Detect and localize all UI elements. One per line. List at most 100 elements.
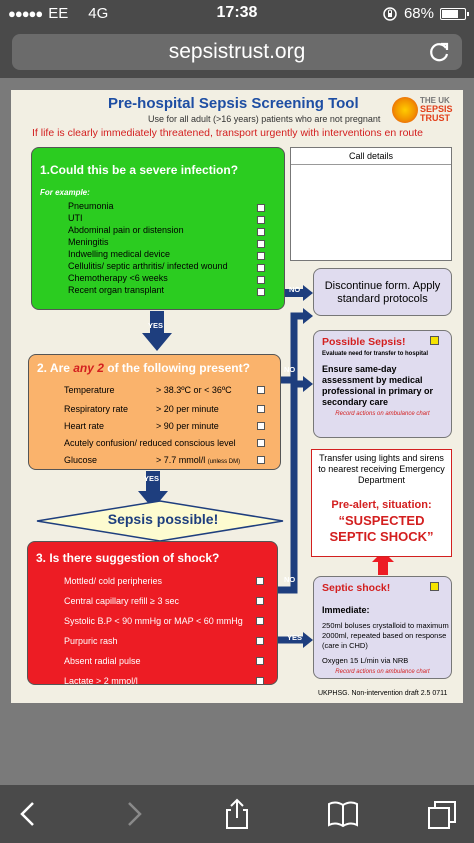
criteria-label: Temperature bbox=[64, 385, 115, 395]
checkbox[interactable] bbox=[256, 617, 264, 625]
fluids-text: 250ml boluses crystalloid to maximum 200… bbox=[322, 621, 449, 650]
chevron-left-icon[interactable] bbox=[12, 797, 46, 831]
book-icon[interactable] bbox=[326, 797, 360, 831]
chevron-right-icon[interactable] bbox=[116, 797, 150, 831]
checkbox[interactable] bbox=[256, 637, 264, 645]
list-item: Chemotherapy <6 weeks bbox=[68, 273, 168, 283]
sepsis-possible-decision: Sepsis possible! bbox=[107, 511, 219, 527]
checkbox[interactable] bbox=[256, 597, 264, 605]
no-label-green: NO bbox=[289, 285, 301, 294]
checkbox[interactable] bbox=[256, 677, 264, 685]
immediate-label: Immediate: bbox=[322, 605, 370, 615]
q3-shock-box: 3. Is there suggestion of shock? Mottled… bbox=[27, 541, 278, 686]
page-subtitle: Use for all adult (>16 years) patients w… bbox=[148, 114, 381, 124]
list-item: Absent radial pulse bbox=[64, 656, 141, 666]
yes-label-orange: YES bbox=[144, 474, 160, 483]
list-item: Mottled/ cold peripheries bbox=[64, 576, 163, 586]
network-type: 4G bbox=[88, 5, 109, 22]
browser-header: sepsistrust.org bbox=[0, 28, 474, 78]
carrier-name: EE bbox=[48, 5, 69, 22]
list-item: Indwelling medical device bbox=[68, 249, 171, 259]
address-bar[interactable]: sepsistrust.org bbox=[12, 34, 462, 70]
oxygen-text: Oxygen 15 L/min via NRB bbox=[322, 656, 409, 665]
checkbox[interactable] bbox=[257, 252, 265, 260]
criteria-value: > 7.7 mmol/l (unless DM) bbox=[156, 455, 241, 465]
transfer-text: Transfer using lights and sirens to near… bbox=[318, 453, 445, 485]
page-title: Pre-hospital Sepsis Screening Tool bbox=[108, 95, 359, 112]
q3-title: 3. Is there suggestion of shock? bbox=[36, 551, 220, 565]
q2-title: 2. Are any 2 of the following present? bbox=[37, 361, 250, 375]
divider bbox=[291, 164, 451, 165]
list-item: UTI bbox=[68, 213, 83, 223]
possible-sepsis-box: Possible Sepsis! Evaluate need for trans… bbox=[313, 330, 452, 438]
no-label-red: NO bbox=[284, 575, 296, 584]
list-item: Recent organ transplant bbox=[68, 285, 165, 295]
clock: 17:38 bbox=[216, 4, 258, 21]
list-item: Purpuric rash bbox=[64, 636, 118, 646]
browser-toolbar bbox=[0, 785, 474, 843]
assessment-text: Ensure same-day assessment by medical pr… bbox=[322, 364, 434, 407]
tabs-icon[interactable] bbox=[426, 797, 460, 831]
checkbox[interactable] bbox=[257, 240, 265, 248]
septic-shock-header: Septic shock! bbox=[322, 582, 391, 594]
checkbox[interactable] bbox=[257, 228, 265, 236]
call-details-box: Call details bbox=[290, 147, 452, 261]
sun-logo-icon bbox=[392, 97, 418, 123]
sepsis-trust-logo: THE UK SEPSIS TRUST bbox=[392, 95, 464, 131]
suspected-septic-shock: “SUSPECTED SEPTIC SHOCK” bbox=[329, 513, 434, 544]
signal-strength-icon: ●●●●● bbox=[8, 6, 43, 21]
criteria-label: Acutely confusion/ reduced conscious lev… bbox=[64, 438, 236, 448]
prealert-text: Pre-alert, situation: bbox=[331, 499, 432, 511]
criteria-label: Heart rate bbox=[64, 421, 105, 431]
checkbox[interactable] bbox=[257, 386, 265, 394]
record-note: Record actions on ambulance chart bbox=[335, 669, 430, 675]
list-item: Meningitis bbox=[68, 237, 109, 247]
possible-sepsis-header: Possible Sepsis! bbox=[322, 336, 406, 348]
discontinue-box: Discontinue form. Apply standard protoco… bbox=[313, 268, 452, 316]
checkbox[interactable] bbox=[257, 422, 265, 430]
urgent-warning: If life is clearly immediately threatene… bbox=[32, 127, 424, 139]
checkbox[interactable] bbox=[257, 439, 265, 447]
list-item: Abdominal pain or distension bbox=[68, 225, 184, 235]
url-text: sepsistrust.org bbox=[168, 40, 306, 63]
document-footer: UKPHSG. Non-intervention draft 2.5 0711 bbox=[318, 690, 448, 697]
orientation-lock-icon bbox=[383, 6, 397, 21]
q1-severe-infection-box: 1.Could this be a severe infection? For … bbox=[31, 147, 285, 310]
criteria-value: > 90 per minute bbox=[156, 421, 219, 431]
checkbox[interactable] bbox=[430, 336, 439, 345]
battery-percent: 68% bbox=[403, 5, 434, 22]
list-item: Systolic B.P < 90 mmHg or MAP < 60 mmHg bbox=[64, 616, 243, 626]
reload-icon[interactable] bbox=[428, 40, 452, 64]
checkbox[interactable] bbox=[430, 582, 439, 591]
record-note: Record actions on ambulance chart bbox=[335, 411, 430, 417]
yes-label-red: YES bbox=[287, 633, 303, 642]
battery-icon bbox=[440, 7, 469, 20]
status-bar: ●●●●● EE 4G 17:38 68% bbox=[0, 0, 474, 28]
evaluate-text: Evaluate need for transfer to hospital bbox=[322, 351, 429, 357]
checkbox[interactable] bbox=[256, 657, 264, 665]
criteria-label: Respiratory rate bbox=[64, 404, 129, 414]
yes-label-green: YES bbox=[148, 321, 164, 330]
checkbox[interactable] bbox=[257, 204, 265, 212]
list-item: Lactate > 2 mmol/l bbox=[64, 676, 138, 686]
list-item: Central capillary refill ≥ 3 sec bbox=[64, 596, 179, 606]
list-item: Pneumonia bbox=[68, 201, 114, 211]
criteria-label: Glucose bbox=[64, 455, 98, 465]
q2-criteria-box: 2. Are any 2 of the following present? T… bbox=[28, 354, 281, 470]
checkbox[interactable] bbox=[257, 405, 265, 413]
q1-example-label: For example: bbox=[40, 188, 90, 197]
checkbox[interactable] bbox=[257, 264, 265, 272]
checkbox[interactable] bbox=[257, 276, 265, 284]
septic-shock-box: Septic shock! Immediate: 250ml boluses c… bbox=[313, 576, 452, 679]
transfer-box: Transfer using lights and sirens to near… bbox=[311, 449, 452, 557]
checkbox[interactable] bbox=[257, 216, 265, 224]
no-label-orange: NO bbox=[284, 365, 296, 374]
checkbox[interactable] bbox=[257, 456, 265, 464]
criteria-value: > 20 per minute bbox=[156, 404, 219, 414]
checkbox[interactable] bbox=[257, 288, 265, 296]
call-details-label: Call details bbox=[348, 151, 394, 161]
share-icon[interactable] bbox=[220, 797, 254, 831]
criteria-value: > 38.3ºC or < 36ºC bbox=[156, 385, 232, 395]
checkbox[interactable] bbox=[256, 577, 264, 585]
